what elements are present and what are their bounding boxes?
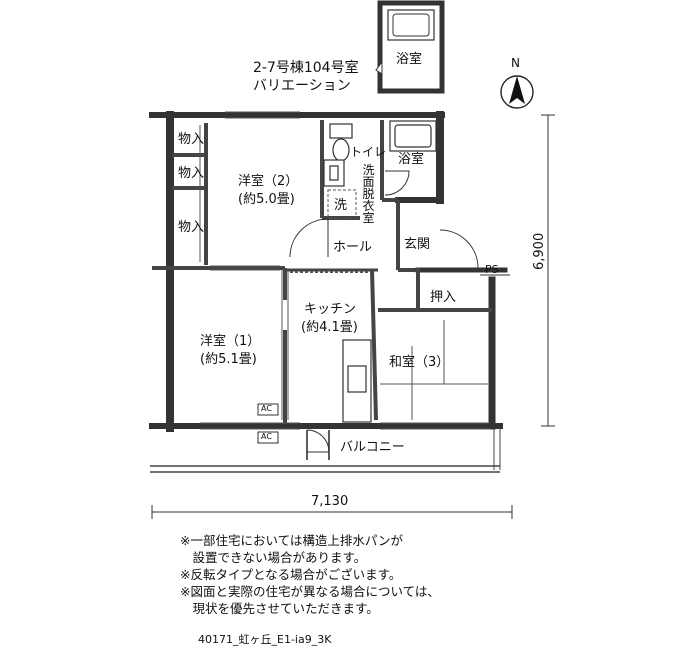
entrance-label: 玄関	[404, 237, 431, 252]
windows	[200, 111, 490, 430]
storage-label-1: 物入	[178, 132, 205, 147]
ac-unit-icon	[257, 431, 279, 444]
kitchen-size: (約4.1畳)	[301, 320, 358, 335]
note-line: 現状を優先させていただきます。	[180, 601, 379, 616]
toilet-icon	[329, 123, 353, 162]
western-room-2-size: (約5.0畳)	[238, 192, 295, 207]
ac-label-1: AC	[261, 404, 272, 413]
hall-label: ホール	[333, 240, 373, 255]
bath-variation-label: 浴室	[396, 52, 423, 67]
washbasin-icon	[323, 159, 345, 187]
balcony-label: バルコニー	[340, 440, 405, 455]
bathtub-icon	[389, 120, 437, 152]
interior-walls	[152, 120, 492, 424]
note-line: 設置できない場合があります。	[180, 550, 367, 565]
oshiire-label: 押入	[430, 290, 457, 305]
toilet-label: トイレ	[350, 145, 387, 159]
western-room-2-name: 洋室（2）	[238, 174, 299, 189]
japanese-room-label: 和室（3）	[389, 355, 450, 370]
note-line: ※反転タイプとなる場合がございます。	[180, 567, 402, 582]
ac-label-2: AC	[261, 432, 272, 441]
washroom-label: 洗面脱衣室	[362, 163, 375, 225]
wash-machine-label: 洗	[334, 198, 348, 213]
unit-title: 2-7号棟104号室	[253, 60, 359, 76]
depth-dimension: 6,900	[532, 232, 547, 270]
kitchen-counter-icon	[342, 339, 372, 423]
tatami	[380, 320, 490, 420]
variation-label: バリエーション	[253, 78, 351, 94]
width-dimension: 7,130	[311, 494, 349, 509]
ac-unit-icon	[257, 403, 279, 416]
bath-variation-inset	[375, 0, 445, 94]
outer-walls	[149, 111, 508, 432]
north-label: N	[511, 56, 520, 70]
note-line: ※一部住宅においては構造上排水パンが	[180, 533, 403, 548]
western-room-1-name: 洋室（1）	[200, 334, 261, 349]
bath-label: 浴室	[398, 152, 425, 167]
balcony-railing	[150, 428, 501, 473]
washing-machine-area	[327, 189, 357, 219]
storage-label-2: 物入	[178, 166, 205, 181]
western-room-1-size: (約5.1畳)	[200, 352, 257, 367]
footer-code: 40171_虹ヶ丘_E1-ia9_3K	[198, 633, 332, 646]
north-compass-icon	[500, 75, 534, 109]
note-line: ※図面と実際の住宅が異なる場合については、	[180, 584, 440, 599]
storage-label-3: 物入	[178, 220, 205, 235]
kitchen-name: キッチン	[304, 302, 357, 317]
ps-label: PS	[485, 263, 499, 276]
door-swings	[289, 170, 479, 460]
dimension-lines	[151, 114, 555, 519]
